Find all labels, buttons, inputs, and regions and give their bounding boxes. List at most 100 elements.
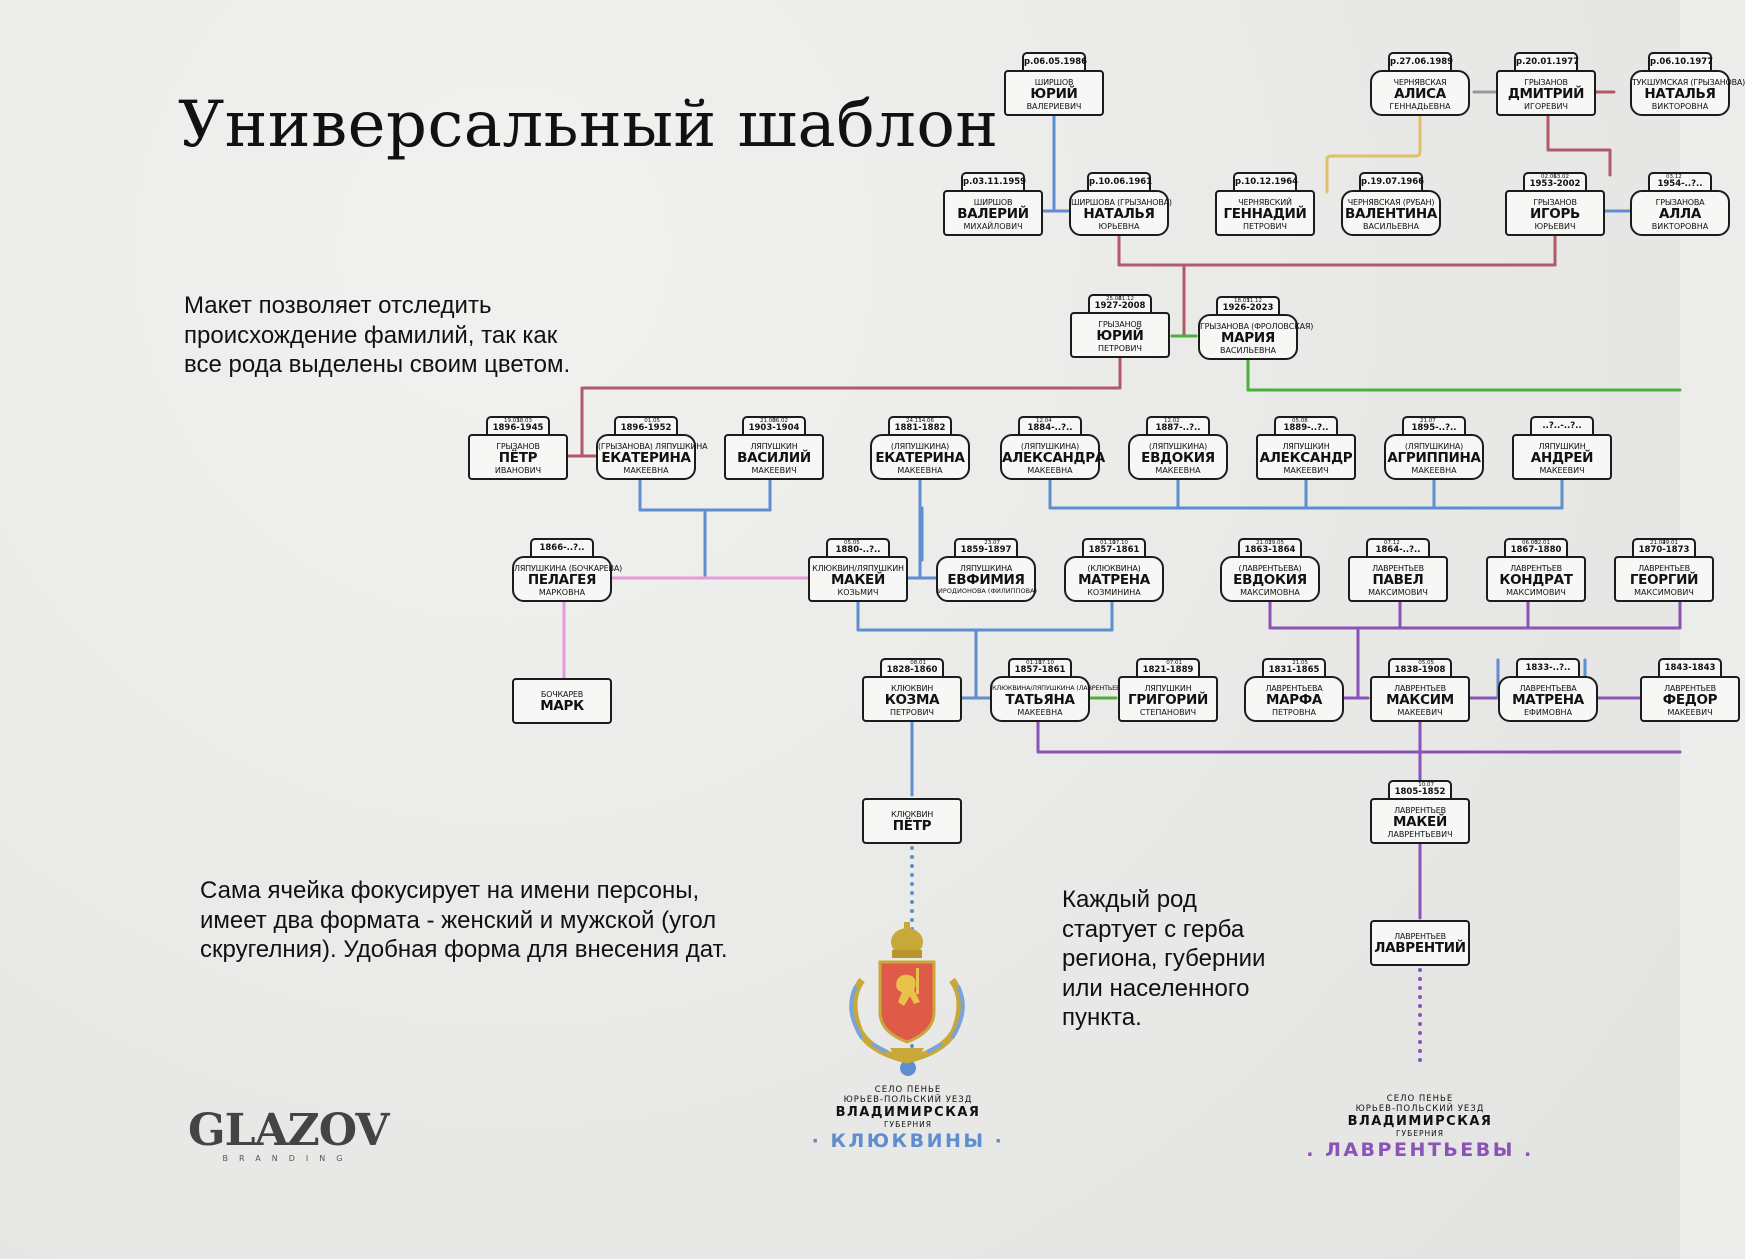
patronymic: МАКЕЕВНА: [1027, 466, 1073, 475]
region-lavrentiev: СЕЛО ПЕНЬЕ ЮРЬЕВ-ПОЛЬСКИЙ УЕЗД ВЛАДИМИРС…: [1300, 1094, 1540, 1162]
description-crest: Каждый род стартует с герба региона, губ…: [1062, 886, 1266, 1031]
given-name: МАКЕЙ: [831, 572, 885, 588]
life-years: 1867-1880: [1510, 545, 1562, 555]
date-tab: р.10.12.1964: [1233, 172, 1299, 190]
patronymic: МАКЕЕВИЧ: [751, 466, 797, 475]
given-name: ЮРИЙ: [1096, 328, 1144, 344]
surname: (ЛЯПУШКИНА): [1020, 442, 1080, 451]
death-day: 21.05: [1292, 660, 1308, 666]
surname: ЧЕРНЯВСКИЙ: [1238, 198, 1292, 207]
date-tab: р.27.06.1989: [1388, 52, 1454, 70]
life-years: р.27.06.1989: [1390, 57, 1454, 67]
surname: ЧЕРНЯВСКАЯ: [1393, 78, 1447, 87]
surname: (ЛАВРЕНТЬЕВА): [1238, 564, 1302, 573]
death-day: 19.05: [1268, 540, 1284, 546]
death-day: 29.01: [1662, 540, 1678, 546]
patronymic: ЮРЬЕВИЧ: [1534, 222, 1576, 231]
birth-day: 03.12: [1666, 174, 1682, 180]
surname: ЛАВРЕНТЬЕВ: [1394, 684, 1446, 693]
patronymic: ГЕННАДЬЕВНА: [1389, 102, 1451, 111]
patronymic: ВИКТОРОВНА: [1651, 102, 1709, 111]
patronymic: СТЕПАНОВИЧ: [1139, 708, 1197, 717]
patronymic: МАКЕЕВИЧ: [1539, 466, 1585, 475]
patronymic: ИРОДИОНОВА (ФИЛИППОВА): [938, 587, 1038, 595]
death-day: 01.05: [644, 418, 660, 424]
life-years: 1864-..?..: [1375, 545, 1421, 555]
region-province: ВЛАДИМИРСКАЯ: [835, 1105, 981, 1120]
death-day: 14.06: [918, 418, 934, 424]
life-years: 1884-..?..: [1027, 423, 1073, 433]
life-years: р.10.12.1964: [1235, 177, 1299, 187]
patronymic: ВАЛЕРИЕВИЧ: [1026, 102, 1082, 111]
surname: ГРЫЗАНОВА: [1655, 198, 1705, 207]
surname: ЛЯПУШКИН: [1282, 442, 1330, 451]
surname: ЛАВРЕНТЬЕВА: [1265, 684, 1323, 693]
death-day: 21.12: [1118, 296, 1134, 302]
given-name: ФЕДОР: [1662, 692, 1718, 708]
patronymic: МАКСИМОВИЧ: [1368, 588, 1428, 597]
birth-day: 19.03: [504, 418, 520, 424]
life-years: 1859-1897: [960, 545, 1012, 555]
patronymic: ИВАНОВИЧ: [494, 466, 542, 475]
given-name: ЮРИЙ: [1030, 86, 1078, 102]
birth-day: 06.03: [1522, 540, 1538, 546]
patronymic: МАКЕЕВИЧ: [1667, 708, 1713, 717]
surname: (КЛЮКВИНА): [1087, 564, 1141, 573]
life-years: 1903-1904: [748, 423, 800, 433]
given-name: АЛИСА: [1394, 86, 1446, 102]
life-years: р.03.11.1959: [963, 177, 1027, 187]
life-years: 1805-1852: [1394, 787, 1446, 797]
region-district: ЮРЬЕВ-ПОЛЬСКИЙ УЕЗД: [1355, 1104, 1485, 1114]
given-name: ПЕЛАГЕЯ: [527, 572, 597, 588]
